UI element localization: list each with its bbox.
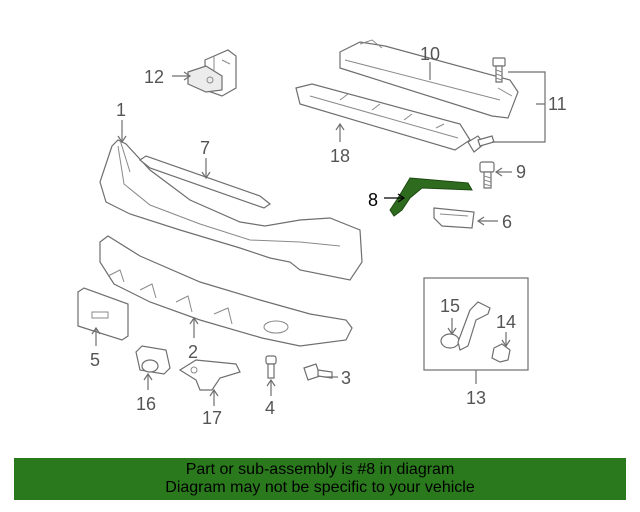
callout-17: 17 xyxy=(202,408,222,428)
part-5-license-bracket xyxy=(77,287,129,341)
callout-14: 14 xyxy=(496,312,516,332)
part-16-sensor xyxy=(135,345,171,375)
callout-18: 18 xyxy=(330,146,350,166)
part-11-bolt-bottom xyxy=(467,135,495,153)
parts-diagram: 12 10 18 11 9 8 6 xyxy=(77,39,567,428)
part-3-screw xyxy=(303,363,333,381)
callout-5: 5 xyxy=(90,350,100,370)
part-13-hardware-kit xyxy=(423,277,529,371)
part-10-bumper-beam xyxy=(339,39,519,119)
callout-15: 15 xyxy=(440,296,460,316)
callout-6: 6 xyxy=(502,212,512,232)
part-11-bolt-top xyxy=(492,57,506,83)
callout-12: 12 xyxy=(144,67,164,87)
callout-2: 2 xyxy=(188,342,198,362)
part-4-clip xyxy=(265,355,277,379)
part-7-molding xyxy=(138,155,272,209)
part-12-bracket xyxy=(187,49,237,97)
callout-11: 11 xyxy=(548,94,567,114)
part-1-bumper-cover xyxy=(99,139,363,281)
callout-1: 1 xyxy=(116,100,126,120)
part-6-bracket xyxy=(433,207,475,229)
leader-11 xyxy=(492,71,546,143)
info-banner: Part or sub-assembly is #8 in diagram Di… xyxy=(14,458,626,500)
callout-8: 8 xyxy=(368,190,378,210)
part-17-sensor-bracket xyxy=(178,359,241,391)
callout-7: 7 xyxy=(200,138,210,158)
part-14-bolt xyxy=(491,343,511,363)
part-18-absorber xyxy=(295,83,471,151)
callout-16: 16 xyxy=(136,394,156,414)
callout-9: 9 xyxy=(516,162,526,182)
info-line-2: Diagram may not be specific to your vehi… xyxy=(165,479,475,496)
part-9-bolt xyxy=(479,161,495,189)
callout-3: 3 xyxy=(341,368,351,388)
callout-13: 13 xyxy=(466,388,486,408)
part-15-plug xyxy=(440,333,460,349)
callout-10: 10 xyxy=(420,44,440,64)
info-line-1: Part or sub-assembly is #8 in diagram xyxy=(185,461,455,478)
part-2-lower-valance xyxy=(99,235,353,347)
callout-4: 4 xyxy=(265,398,275,418)
